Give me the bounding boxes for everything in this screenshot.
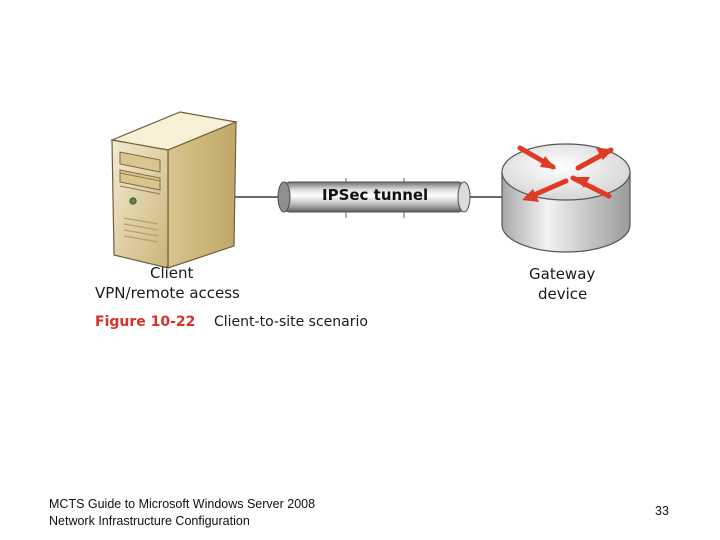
server-icon (109, 111, 239, 269)
gateway-label: Gateway (529, 265, 596, 283)
client-sublabel: VPN/remote access (95, 284, 240, 302)
router-icon (501, 143, 631, 253)
footer-title-line1: MCTS Guide to Microsoft Windows Server 2… (49, 497, 316, 511)
figure-title: Client-to-site scenario (214, 314, 368, 330)
ipsec-tunnel-icon (277, 178, 471, 218)
client-label: Client (150, 264, 194, 282)
tunnel-label: IPSec tunnel (322, 186, 429, 204)
gateway-sublabel: device (538, 285, 588, 303)
page-number: 33 (655, 504, 669, 518)
footer-title-line2: Network Infrastructure Configuration (49, 514, 250, 528)
figure-number: Figure 10-22 (95, 314, 196, 330)
